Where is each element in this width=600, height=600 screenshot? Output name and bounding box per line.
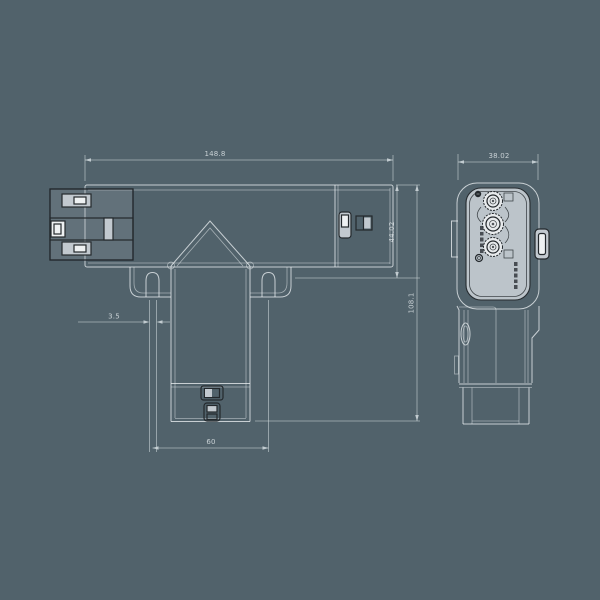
- dimension-width: 148.8: [84, 150, 394, 181]
- roof-junction: [167, 220, 254, 270]
- face-knob: [474, 253, 484, 263]
- terminal-bottom: [483, 237, 503, 257]
- dimension-bar-height: 44.02: [295, 184, 420, 279]
- side-body: [454, 305, 540, 388]
- dim-total-height-label: 108.1: [408, 292, 416, 313]
- dimension-side-width: 38.02: [457, 152, 539, 180]
- plug-head: [49, 188, 134, 261]
- dim-width-label: 148.8: [204, 150, 225, 158]
- moulded-marking-right: [514, 262, 518, 289]
- connector-leg: [170, 266, 251, 422]
- terminal-top: [483, 191, 503, 211]
- end-latch: [338, 211, 373, 239]
- dim-side-width-label: 38.02: [488, 152, 509, 160]
- terminal-middle: [482, 213, 504, 235]
- dimension-slot: 3.5: [78, 300, 170, 452]
- side-bottom-stub: [462, 387, 530, 425]
- dimension-total-height: 108.1: [255, 185, 420, 422]
- front-view: 148.8 44.02 108.1 3.5: [49, 150, 420, 452]
- connector-face: [465, 187, 531, 301]
- moulded-marking-left: [480, 226, 484, 253]
- dim-bar-height-label: 44.02: [388, 221, 396, 242]
- leg-latch: [200, 385, 224, 422]
- dim-leg-width-label: 60: [206, 438, 215, 446]
- side-latch: [534, 228, 550, 260]
- dimension-leg-width: 60: [152, 300, 269, 452]
- left-hook: [129, 267, 171, 298]
- right-hook: [250, 267, 292, 298]
- connector-bar: [84, 184, 394, 268]
- side-view: 38.02: [451, 152, 550, 425]
- dim-slot-label: 3.5: [108, 313, 120, 321]
